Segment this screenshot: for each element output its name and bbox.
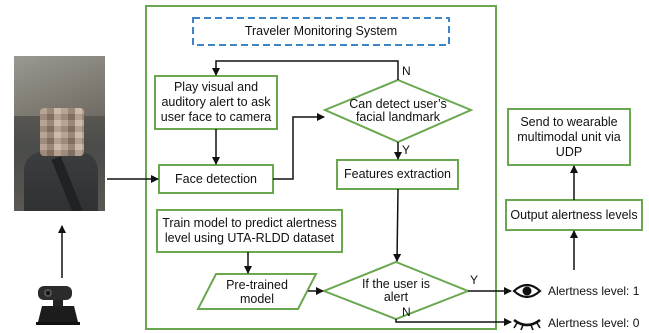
- closed-eye-icon: [513, 318, 541, 331]
- face-detection-box: [158, 164, 274, 194]
- features-extraction-label: Features extraction: [344, 167, 451, 181]
- can-detect-label: Can detect user’s facial landmark: [349, 97, 447, 124]
- pretrained-model-label: Pre-trained model: [226, 278, 288, 306]
- is-alert-label: If the user is alert: [361, 277, 431, 304]
- arrow-features-to-alert: [393, 188, 402, 262]
- train-model-box: [156, 209, 343, 253]
- alert-yes-mark: Y: [470, 273, 479, 287]
- face-detection-label: Face detection: [175, 171, 257, 186]
- webcam-icon: [36, 286, 80, 325]
- arrow-face-to-detect: [273, 113, 325, 180]
- arrow-alert-no: [395, 318, 512, 326]
- alert-no-mark: N: [402, 305, 411, 319]
- output-levels-label: Output alertness levels: [510, 207, 638, 222]
- eye-icon: [512, 283, 542, 299]
- send-wearable-box: [507, 108, 631, 166]
- output-levels-box: [505, 199, 643, 231]
- arrow-detect-no: [212, 60, 399, 80]
- send-wearable-label: Send to wearable multimodal unit via UDP: [517, 114, 621, 159]
- system-title: Traveler Monitoring System: [244, 24, 398, 38]
- detect-yes-mark: Y: [402, 143, 411, 157]
- pretrained-model-shape: [196, 273, 318, 310]
- system-frame: [145, 5, 497, 330]
- train-model-label: Train model to predict alertness level u…: [162, 216, 337, 245]
- alertness-level-1: Alertness level: 1: [548, 284, 640, 298]
- play-alert-label: Play visual and auditory alert to ask us…: [160, 80, 272, 124]
- car-window: [14, 56, 105, 116]
- pixelated-face: [40, 108, 84, 156]
- alertness-level-0: Alertness level: 0: [548, 316, 640, 330]
- system-title-box: [192, 17, 450, 46]
- detect-no-mark: N: [402, 64, 411, 78]
- driver-photo: [14, 56, 105, 211]
